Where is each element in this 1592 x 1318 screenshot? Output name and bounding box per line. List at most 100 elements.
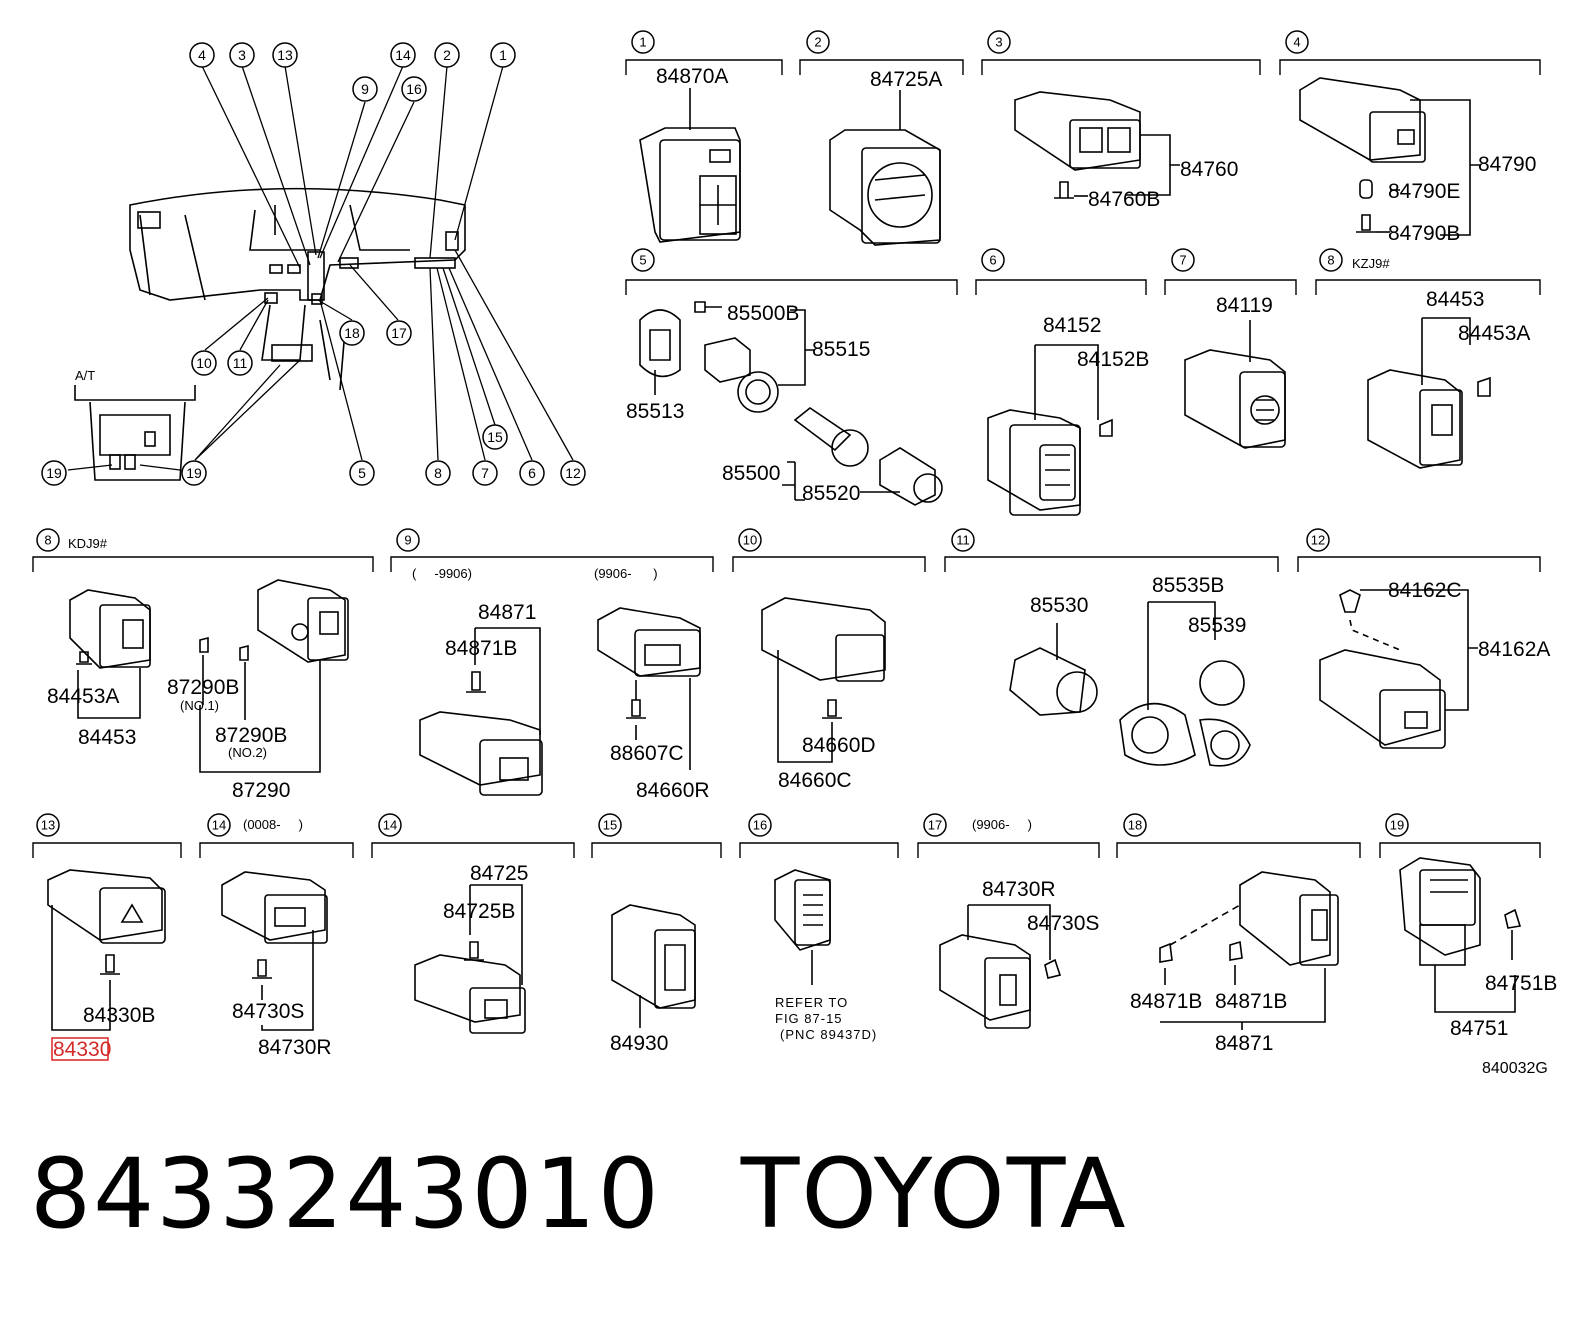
section-8-circle <box>1319 248 1343 272</box>
part-label-84871: 84871 <box>478 601 536 624</box>
section-11-number: 11 <box>956 533 970 548</box>
section-16-circle <box>748 813 772 837</box>
part-label-84330-highlighted: 84330 <box>53 1038 111 1061</box>
section-15-number: 15 <box>603 818 617 833</box>
part-84119-drawing <box>1184 320 1286 449</box>
overview-callout-12-circle <box>560 460 586 486</box>
part-84871-drawing <box>419 607 701 796</box>
note-17: (9906- ) <box>972 817 1032 832</box>
part-85500-group-drawing <box>639 301 943 506</box>
part-label-84871B-18b: 84871B <box>1215 990 1287 1013</box>
section-3-number: 3 <box>995 35 1002 50</box>
overview-callout-11-circle <box>227 350 253 376</box>
at-console <box>74 385 196 481</box>
sub-label-no2: (NO.2) <box>228 745 267 760</box>
part-label-84453-kzj: 84453 <box>1426 288 1484 311</box>
section-5-number: 5 <box>639 253 646 268</box>
part-label-84453A-kdj: 84453A <box>47 685 119 708</box>
section-8-number: 8 <box>44 533 51 548</box>
part-84730R-17-drawing <box>939 904 1062 1029</box>
part-label-85500B: 85500B <box>727 302 799 325</box>
part-label-84730S: 84730S <box>232 1000 304 1023</box>
overview-callout-5-circle <box>349 460 375 486</box>
part-label-84751: 84751 <box>1450 1017 1508 1040</box>
part-label-84790E: 84790E <box>1388 180 1460 203</box>
part-84751-drawing <box>1399 857 1522 1013</box>
overview-callout-14-number: 14 <box>395 47 411 63</box>
part-label-84871B-18a: 84871B <box>1130 990 1202 1013</box>
section-10-circle <box>738 528 762 552</box>
overview-callout-17-number: 17 <box>391 325 407 341</box>
part-84871-18-drawing <box>1159 871 1339 1030</box>
section-17-number: 17 <box>928 818 942 833</box>
section-4-number: 4 <box>1293 35 1300 50</box>
overview-callout-13-circle <box>272 42 298 68</box>
part-label-84660D: 84660D <box>802 734 876 757</box>
part-85530-group-drawing <box>1009 601 1251 767</box>
section-6-circle <box>981 248 1005 272</box>
overview-callout-10-number: 10 <box>196 355 212 371</box>
part-label-85539: 85539 <box>1188 614 1246 637</box>
part-84453-kzj-drawing <box>1367 317 1491 469</box>
overview-callout-15-number: 15 <box>487 429 503 445</box>
part-label-84751B: 84751B <box>1485 972 1557 995</box>
part-label-84790B: 84790B <box>1388 222 1460 245</box>
overview-callout-19-number: 19 <box>46 465 62 481</box>
footer-brand: TOYOTA <box>740 1138 1128 1250</box>
part-84152-drawing <box>987 344 1113 516</box>
overview-callout-18-number: 18 <box>344 325 360 341</box>
overview-callout-6-number: 6 <box>528 465 536 481</box>
section-13-number: 13 <box>41 818 55 833</box>
overview-callout-3-circle <box>229 42 255 68</box>
part-label-85530: 85530 <box>1030 594 1088 617</box>
overview-callout-19-circle <box>181 460 207 486</box>
overview-callout-2-circle <box>434 42 460 68</box>
part-84660C-drawing <box>761 597 886 763</box>
section-14-circle <box>207 813 231 837</box>
part-label-84152: 84152 <box>1043 314 1101 337</box>
note-9-a: ( -9906) <box>412 566 472 581</box>
overview-callout-3-number: 3 <box>238 47 246 63</box>
overview-callout-1-number: 1 <box>499 47 507 63</box>
overview-callout-8-circle <box>425 460 451 486</box>
section-15-circle <box>598 813 622 837</box>
part-label-85513: 85513 <box>626 400 684 423</box>
part-label-84453A-kzj: 84453A <box>1458 322 1530 345</box>
overview-callout-15-circle <box>482 424 508 450</box>
part-84870A-drawing <box>639 88 741 243</box>
note-14a: (0008- ) <box>243 817 303 832</box>
overview-callout-4-circle <box>189 42 215 68</box>
note-8-kzj: KZJ9# <box>1352 256 1390 271</box>
part-label-84152B: 84152B <box>1077 348 1149 371</box>
overview-callout-16-number: 16 <box>406 81 422 97</box>
section-8-circle <box>36 528 60 552</box>
section-3-circle <box>987 30 1011 54</box>
part-label-84725: 84725 <box>470 862 528 885</box>
section-1-number: 1 <box>639 35 646 50</box>
section-7-number: 7 <box>1179 253 1186 268</box>
overview-callout-7-circle <box>472 460 498 486</box>
section-12-circle <box>1306 528 1330 552</box>
part-label-84871B: 84871B <box>445 637 517 660</box>
section-17-circle <box>923 813 947 837</box>
overview-callout-9-circle <box>352 76 378 102</box>
overview-callout-16-circle <box>401 76 427 102</box>
part-84730R-drawing <box>221 871 328 1031</box>
part-label-84930: 84930 <box>610 1032 668 1055</box>
overview-callout-19-circle <box>41 460 67 486</box>
section-7-circle <box>1171 248 1195 272</box>
part-label-84760B: 84760B <box>1088 188 1160 211</box>
part-label-85515: 85515 <box>812 338 870 361</box>
section-2-number: 2 <box>814 35 821 50</box>
section-19-number: 19 <box>1390 818 1404 833</box>
overview-callout-13-number: 13 <box>277 47 293 63</box>
part-84162A-drawing <box>1319 589 1478 749</box>
section-11-circle <box>951 528 975 552</box>
section-14-circle <box>378 813 402 837</box>
section-16-number: 16 <box>753 818 767 833</box>
part-label-84725A: 84725A <box>870 68 942 91</box>
part-label-87290: 87290 <box>232 779 290 802</box>
part-label-84730R: 84730R <box>258 1036 332 1059</box>
